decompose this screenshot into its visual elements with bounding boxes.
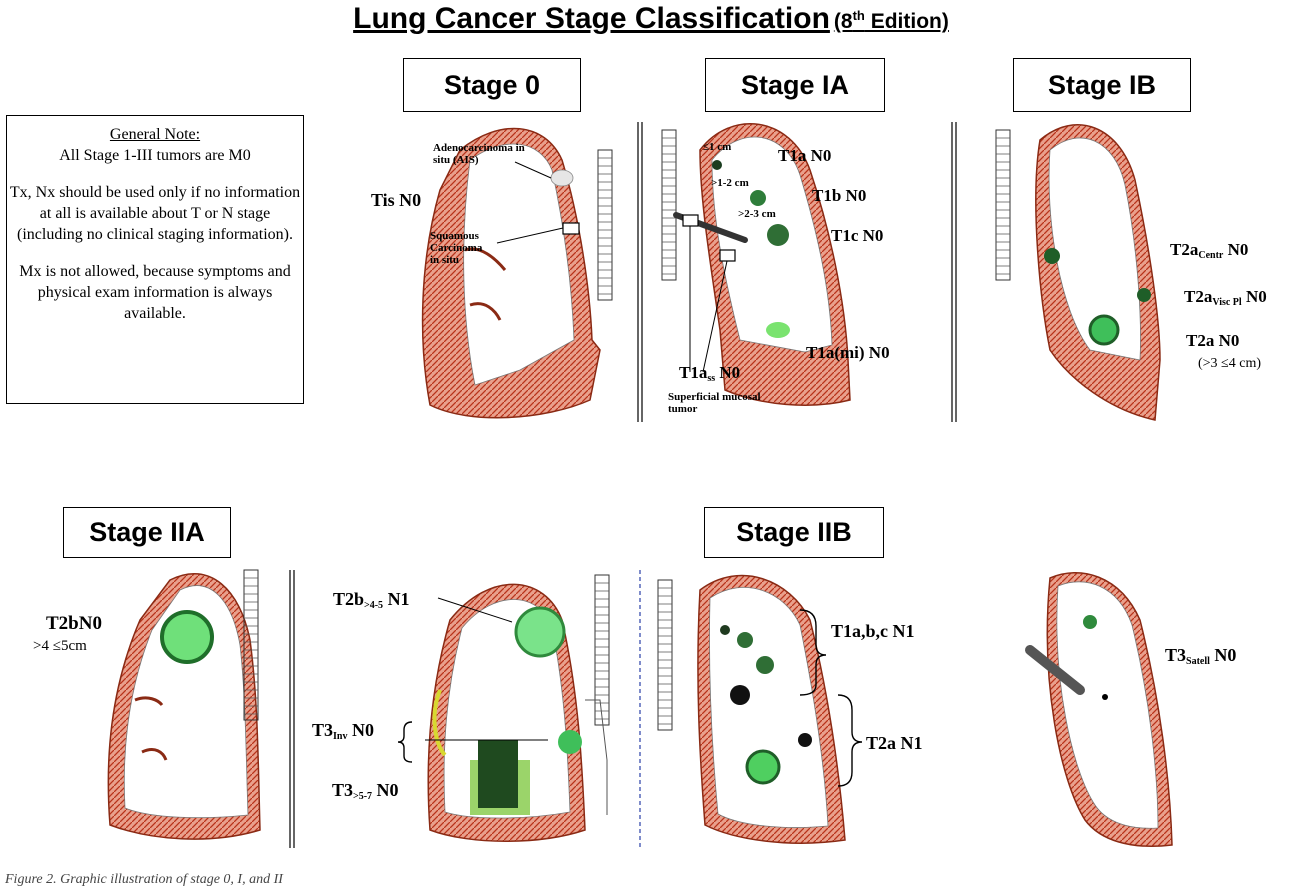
ais-label: Adenocarcinoma in situ (AIS) bbox=[433, 142, 525, 166]
figure-title: Lung Cancer Stage Classification (8th Ed… bbox=[0, 2, 1302, 36]
stage2b-lung-2 bbox=[657, 574, 846, 844]
tis-n0-label: Tis N0 bbox=[371, 190, 422, 210]
t3-inv-label: T3Inv N0 bbox=[312, 720, 374, 742]
size-2-3-label: >2-3 cm bbox=[738, 208, 776, 220]
squamous-label: Squamous Carcinoma in situ bbox=[430, 230, 483, 266]
stage0-lung bbox=[421, 127, 613, 419]
t1a-ss-label: T1ass N0 bbox=[679, 363, 741, 384]
t2b-size-label: >4 ≤5cm bbox=[33, 638, 87, 654]
t2b-n1-label: T2b>4-5 N1 bbox=[333, 589, 410, 611]
note-para2: Tx, Nx should be used only if no informa… bbox=[9, 184, 301, 243]
t3-satell-label: T3Satell N0 bbox=[1165, 645, 1237, 667]
t2b-n0-label: T2bN0 bbox=[46, 613, 102, 634]
stage-0-label: Stage 0 bbox=[403, 58, 581, 112]
title-main: Lung Cancer Stage Classification bbox=[353, 2, 830, 35]
t1b-n0-label: T1b N0 bbox=[812, 186, 867, 205]
t2a-size-label: (>3 ≤4 cm) bbox=[1198, 356, 1262, 371]
stage-1a-label: Stage IA bbox=[705, 58, 885, 112]
stage2b-lung-3 bbox=[1025, 572, 1173, 847]
general-note: General Note: All Stage 1-III tumors are… bbox=[6, 115, 304, 404]
stage-1b-label: Stage IB bbox=[1013, 58, 1191, 112]
t1a-n0-label: T1a N0 bbox=[778, 146, 832, 165]
note-line1: All Stage 1-III tumors are M0 bbox=[59, 147, 251, 164]
t2a-centr-label: T2aCentr N0 bbox=[1170, 240, 1249, 261]
t3-size-label: T3>5-7 N0 bbox=[332, 780, 399, 802]
t1abc-n1-label: T1a,b,c N1 bbox=[831, 621, 915, 641]
stage-2b-label: Stage IIB bbox=[704, 507, 884, 558]
size-le1-label: ≤1 cm bbox=[703, 141, 732, 153]
stage1b-lung bbox=[995, 124, 1161, 421]
stage2a-lung bbox=[107, 569, 261, 840]
stage1a-lung bbox=[661, 123, 851, 406]
t1c-n0-label: T1c N0 bbox=[831, 226, 884, 245]
stage-2a-label: Stage IIA bbox=[63, 507, 231, 558]
superficial-label: Superficial mucosal tumor bbox=[668, 391, 761, 415]
size-1-2-label: >1-2 cm bbox=[711, 177, 749, 189]
t1a-mi-label: T1a(mi) N0 bbox=[806, 343, 890, 362]
t2a-n1-label: T2a N1 bbox=[866, 733, 923, 753]
note-heading: General Note: bbox=[109, 126, 201, 143]
figure-caption: Figure 2. Graphic illustration of stage … bbox=[5, 872, 283, 887]
stage2b-lung-1 bbox=[425, 574, 610, 842]
t2a-n0-label: T2a N0 bbox=[1186, 331, 1240, 350]
title-edition: (8th Edition) bbox=[833, 8, 949, 33]
note-para3: Mx is not allowed, because symptoms and … bbox=[19, 263, 291, 322]
t2a-visc-label: T2aVisc Pl N0 bbox=[1184, 287, 1267, 308]
